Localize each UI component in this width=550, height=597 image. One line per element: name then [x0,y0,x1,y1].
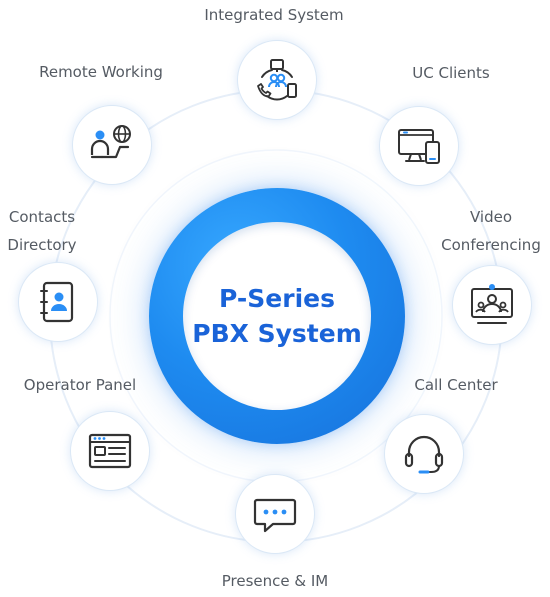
label-remote-working: Remote Working [39,63,163,81]
node-presence-im[interactable] [235,474,315,554]
chat-bubble-icon [253,498,297,533]
center-hub-inner: P-Series PBX System [183,222,371,410]
center-title-line-1: P-Series [219,284,335,313]
label-video-conferencing-line-1: Video [469,208,513,226]
contacts-book-icon [40,281,74,323]
node-call-center[interactable] [384,414,464,494]
node-contacts-directory[interactable] [18,262,98,342]
label-video-conferencing-line-2: Conferencing [441,236,541,254]
node-video-conferencing[interactable] [452,265,532,345]
remote-working-icon [90,125,131,159]
node-uc-clients[interactable] [379,106,459,186]
uc-clients-icon [398,129,440,164]
label-contacts-directory-line-1: Contacts [8,208,76,226]
operator-panel-icon [88,433,132,469]
label-call-center: Call Center [414,376,498,394]
label-uc-clients: UC Clients [412,64,490,82]
label-contacts-directory: Contacts Directory [7,203,76,259]
video-conferencing-icon [471,284,513,324]
label-integrated-system: Integrated System [204,6,344,24]
node-operator-panel[interactable] [70,411,150,491]
label-presence-im: Presence & IM [221,572,329,590]
label-operator-panel: Operator Panel [23,376,137,394]
node-remote-working[interactable] [72,105,152,185]
center-hub: P-Series PBX System [149,188,405,444]
label-contacts-directory-line-2: Directory [7,236,77,254]
label-video-conferencing: Video Conferencing [441,203,541,259]
integrated-system-icon [257,59,297,101]
headset-icon [404,435,444,474]
center-title-line-2: PBX System [192,319,362,348]
node-integrated-system[interactable] [237,40,317,120]
